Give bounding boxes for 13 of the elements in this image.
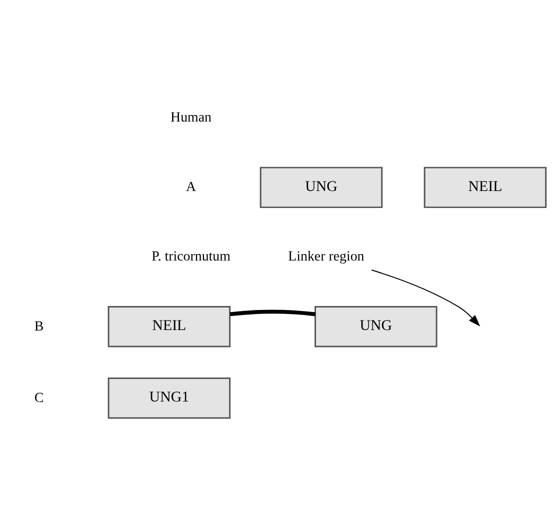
label: B (34, 319, 44, 334)
node-box: UNG (314, 306, 438, 348)
arrow (371, 270, 480, 327)
node-box: UNG1 (108, 378, 231, 419)
node-text: Linker region (288, 250, 364, 265)
connector (230, 310, 316, 316)
node-box: UNG (260, 166, 383, 208)
label: A (186, 180, 196, 196)
node-box: NEIL (424, 166, 547, 208)
label: Human (170, 110, 212, 126)
node-box: NEIL (108, 306, 231, 348)
label: C (34, 390, 44, 406)
label: P. tricornutum (152, 250, 230, 265)
